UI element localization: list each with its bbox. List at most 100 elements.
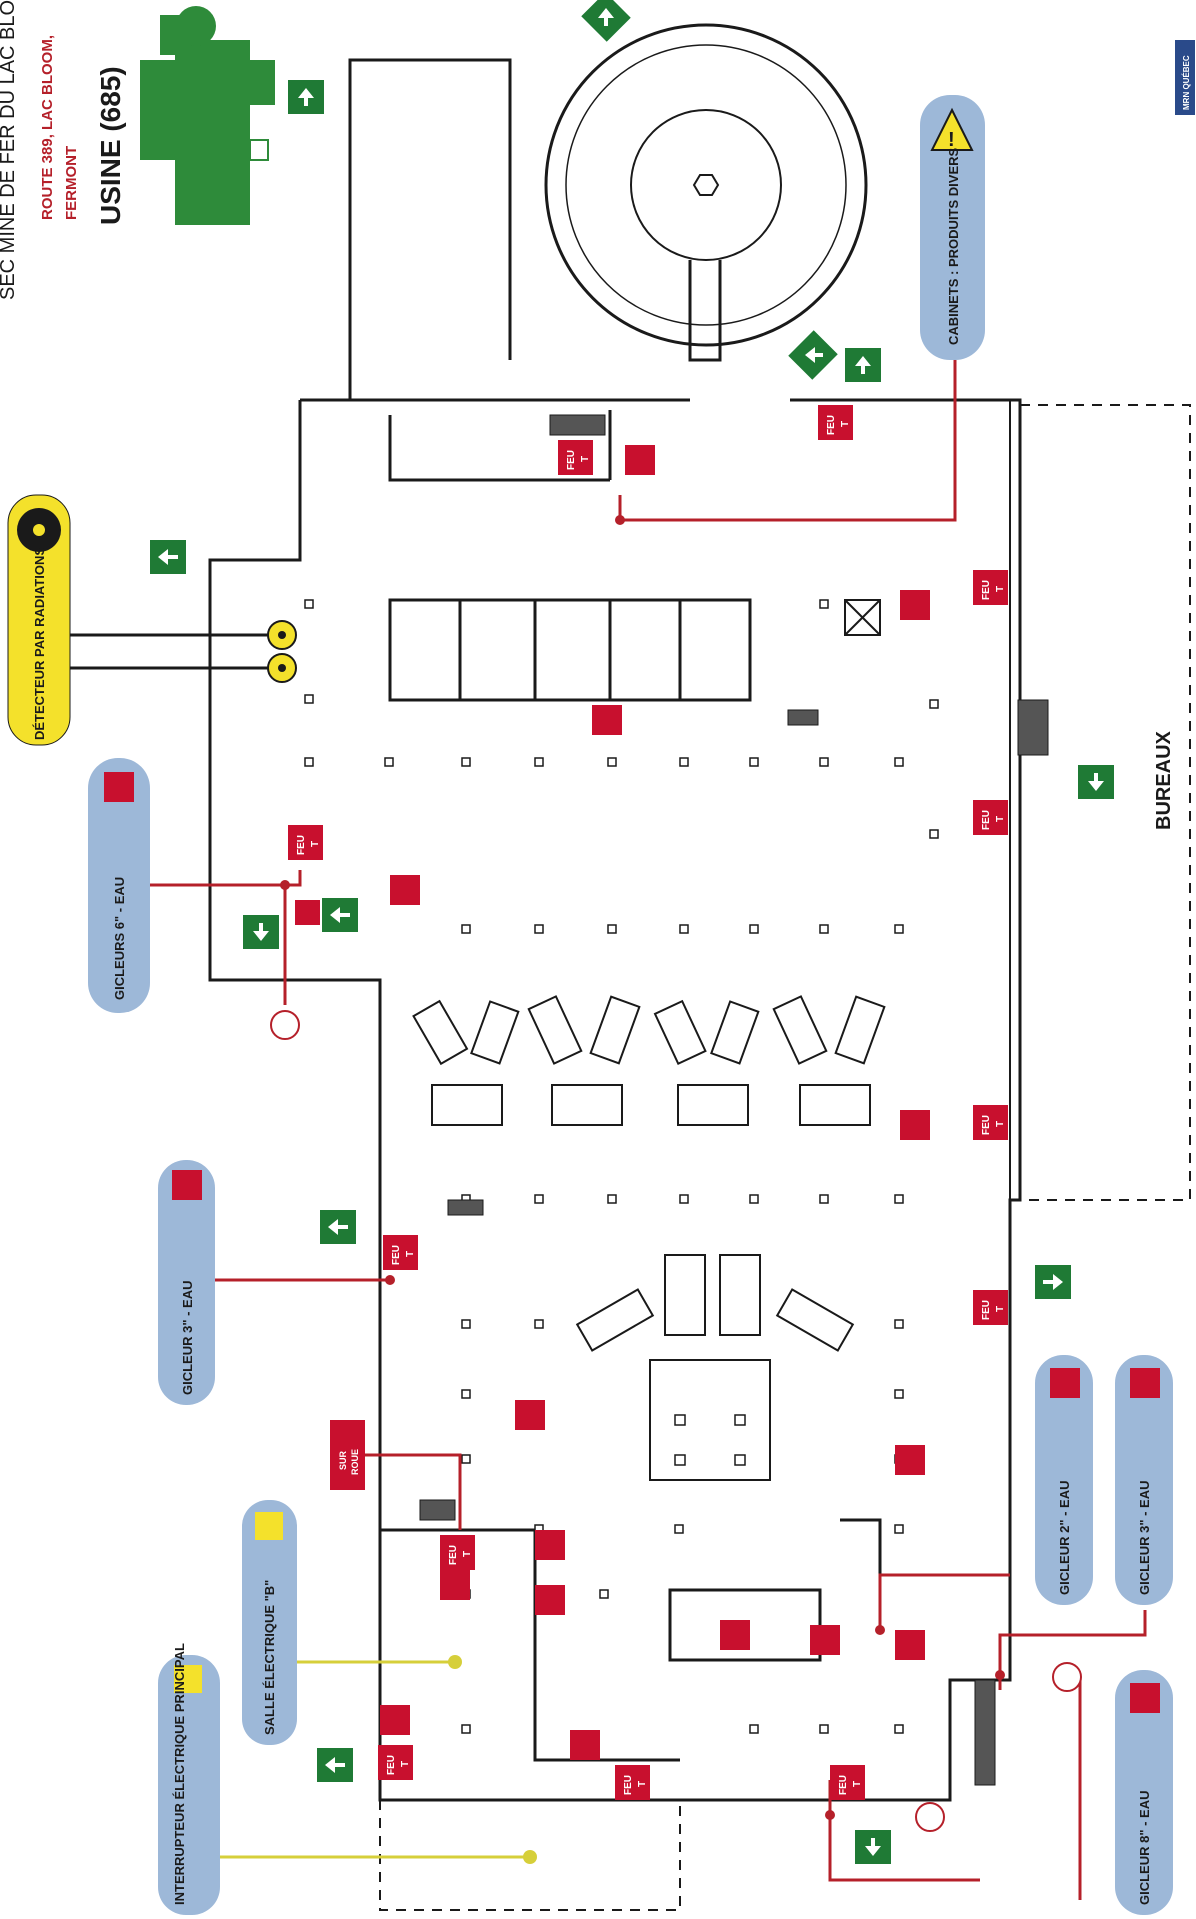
exit-icon [581, 0, 631, 42]
svg-text:FEU: FEU [838, 1775, 849, 1795]
radiation-detector-lines [70, 633, 280, 670]
sprinkler-3-left-label: GICLEUR 3" - EAU [180, 1280, 195, 1395]
on-wheels-label: SUR [338, 1450, 348, 1470]
sprinkler-2-callout: GICLEUR 2" - EAU [1035, 1355, 1093, 1605]
sprinkler-nodes [280, 515, 1005, 1820]
svg-text:T: T [995, 1306, 1006, 1312]
exit-icon [150, 540, 186, 574]
valve-icon [1052, 1662, 1082, 1692]
fire-extinguisher-icon [380, 1705, 410, 1735]
exit-icon [320, 1210, 356, 1244]
exit-icon [322, 898, 358, 932]
svg-text:FEU: FEU [391, 1245, 402, 1265]
sprinkler-valve-icon [104, 772, 134, 802]
exit-icon [855, 1830, 891, 1864]
fire-extinguisher-icon [295, 900, 320, 925]
svg-text:T: T [840, 421, 851, 427]
document-title: SEC MINE DE FER DU LAC BLO [0, 0, 19, 300]
main-switch-label: INTERRUPTEUR ÉLECTRIQUE PRINCIPAL [172, 1643, 187, 1905]
building-name: USINE (685) [95, 66, 126, 225]
fire-extinguisher-icon [625, 445, 655, 475]
header: SEC MINE DE FER DU LAC BLO ROUTE 389, LA… [0, 0, 126, 300]
fire-extinguisher-icon [535, 1585, 565, 1615]
svg-text:MRN QUÉBEC: MRN QUÉBEC [1182, 55, 1191, 110]
fire-hose-icon [900, 590, 930, 620]
fire-extinguisher-icon [720, 1620, 750, 1650]
sprinkler-valve-icon [1130, 1368, 1160, 1398]
sprinkler-8-callout: GICLEUR 8" - EAU [1115, 1670, 1173, 1915]
svg-text:T: T [310, 841, 321, 847]
fire-hose-icon [900, 1110, 930, 1140]
columns [304, 599, 939, 1734]
svg-text:T: T [995, 586, 1006, 592]
valve-icon [915, 1802, 945, 1832]
electrical-node [448, 1655, 462, 1669]
svg-text:FEU: FEU [448, 1545, 459, 1565]
svg-text:T: T [462, 1551, 473, 1557]
sprinkler-valve-icon [1130, 1683, 1160, 1713]
electrical-node [523, 1850, 537, 1864]
sprinkler-valve-icon [172, 1170, 202, 1200]
electrical-room-callout: SALLE ÉLECTRIQUE "B" [242, 1500, 297, 1745]
svg-text:FEU: FEU [826, 415, 837, 435]
svg-text:T: T [852, 1781, 863, 1787]
svg-text:T: T [995, 816, 1006, 822]
address-line: ROUTE 389, LAC BLOOM, [39, 35, 56, 220]
fire-hose-icon [592, 705, 622, 735]
sprinklers-6-label: GICLEURS 6" - EAU [112, 877, 127, 1000]
exit-icon [243, 915, 279, 949]
svg-text:T: T [580, 456, 591, 462]
svg-text:FEU: FEU [981, 580, 992, 600]
sprinkler-8-label: GICLEUR 8" - EAU [1137, 1790, 1152, 1905]
on-wheels-label: ROUE [350, 1449, 360, 1475]
fire-equipment [295, 445, 930, 1760]
fire-hose-icon [895, 1630, 925, 1660]
electrical-room-label: SALLE ÉLECTRIQUE "B" [262, 1580, 277, 1735]
cabinets-callout: ! CABINETS : PRODUITS DIVERS [920, 95, 985, 360]
svg-text:FEU: FEU [296, 835, 307, 855]
svg-text:T: T [637, 1781, 648, 1787]
sprinkler-3-right-callout: GICLEUR 3" - EAU [1115, 1355, 1173, 1605]
fire-hose-icon [390, 875, 420, 905]
silo [544, 23, 868, 362]
lightning-icon [174, 1665, 202, 1693]
building-walls [208, 58, 1191, 1911]
stairs [419, 414, 1049, 1786]
main-switch-callout: INTERRUPTEUR ÉLECTRIQUE PRINCIPAL [158, 1643, 220, 1915]
exit-icon [317, 1748, 353, 1782]
svg-text:FEU: FEU [981, 1115, 992, 1135]
warning-icon [930, 107, 974, 151]
equipment [412, 599, 886, 1352]
svg-text:FEU: FEU [386, 1755, 397, 1775]
fire-hose-icon [515, 1400, 545, 1430]
radiation-detector-label: DÉTECTEUR PAR RADIATIONS [32, 547, 47, 740]
sprinkler-valve-icon [1050, 1368, 1080, 1398]
exit-icon [788, 330, 838, 380]
sprinkler-2-label: GICLEUR 2" - EAU [1057, 1480, 1072, 1595]
svg-text:FEU: FEU [981, 810, 992, 830]
svg-text:T: T [405, 1251, 416, 1257]
valve-symbols [270, 1010, 1082, 1832]
radiation-symbols [267, 620, 297, 683]
svg-text:FEU: FEU [981, 1300, 992, 1320]
fire-extinguisher-icon [810, 1625, 840, 1655]
radiation-detector-callout: DÉTECTEUR PAR RADIATIONS [7, 494, 71, 746]
city-line: FERMONT [63, 146, 80, 220]
exit-icon [1035, 1265, 1071, 1299]
sprinkler-3-left-callout: GICLEUR 3" - EAU [158, 1160, 215, 1405]
building-locator-icon [140, 6, 275, 225]
